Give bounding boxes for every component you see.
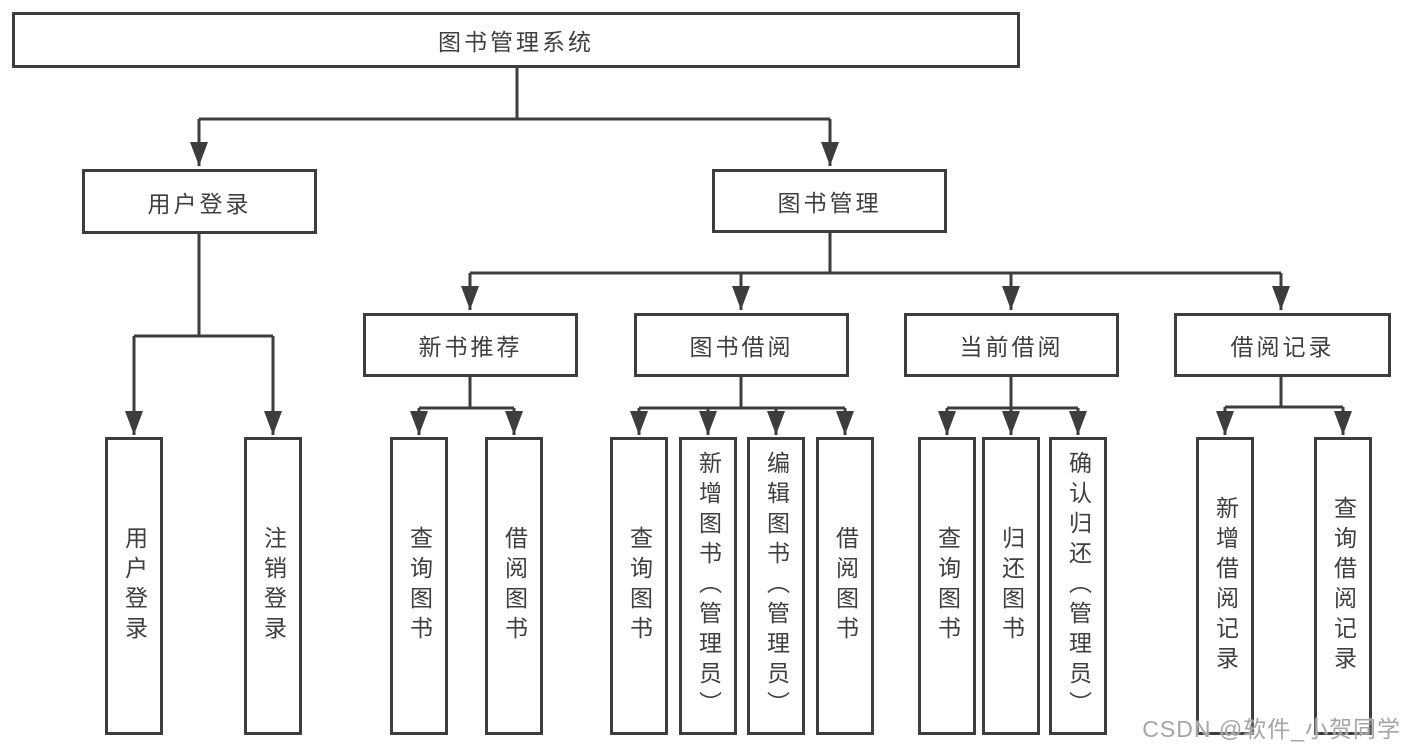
node-label: 查询图书 [626,526,653,646]
node-label: 图书管理 [777,190,882,216]
node-label: 查询图书 [934,526,961,646]
leaf-borrow-books: 借阅图书 [816,437,874,735]
leaf-add-book-admin: 新增图书（管理员） [679,437,737,735]
node-label: 归还图书 [998,526,1025,646]
node-label: 查询借阅记录 [1330,496,1357,676]
node-book-borrowing: 图书借阅 [634,313,849,377]
node-label: 注销登录 [260,526,287,646]
node-label: 新书推荐 [418,334,523,360]
node-label: 借阅图书 [501,526,528,646]
node-label: 编辑图书（管理员） [763,451,790,721]
leaf-user-login: 用户登录 [105,437,163,735]
leaf-search-books-current: 查询图书 [918,437,976,735]
leaf-borrow-books-recommend: 借阅图书 [485,437,543,735]
node-label: 查询图书 [406,526,433,646]
node-current-borrowing: 当前借阅 [904,313,1119,377]
node-user-login: 用户登录 [82,169,317,234]
leaf-add-borrow-record: 新增借阅记录 [1196,437,1254,735]
node-label: 新增借阅记录 [1212,496,1239,676]
watermark: CSDN @软件_小贺同学 [1142,716,1401,742]
node-label: 借阅图书 [832,526,859,646]
leaf-search-books-recommend: 查询图书 [390,437,448,735]
node-label: 当前借阅 [959,334,1064,360]
leaf-search-books-borrowing: 查询图书 [610,437,668,735]
node-borrowing-records: 借阅记录 [1174,313,1391,377]
node-new-book-recommendation: 新书推荐 [363,313,578,377]
node-library-system: 图书管理系统 [12,12,1020,68]
leaf-return-books: 归还图书 [982,437,1040,735]
node-label: 图书管理系统 [438,29,594,55]
leaf-logout: 注销登录 [244,437,302,735]
node-label: 用户登录 [121,526,148,646]
node-label: 用户登录 [147,190,252,217]
node-book-management: 图书管理 [712,169,947,233]
leaf-search-borrow-record: 查询借阅记录 [1314,437,1372,735]
node-label: 新增图书（管理员） [695,451,722,721]
node-label: 确认归还（管理员） [1065,451,1092,721]
leaf-confirm-return-admin: 确认归还（管理员） [1049,437,1107,735]
leaf-edit-book-admin: 编辑图书（管理员） [747,437,805,735]
node-label: 借阅记录 [1230,334,1335,360]
node-label: 图书借阅 [689,334,794,360]
